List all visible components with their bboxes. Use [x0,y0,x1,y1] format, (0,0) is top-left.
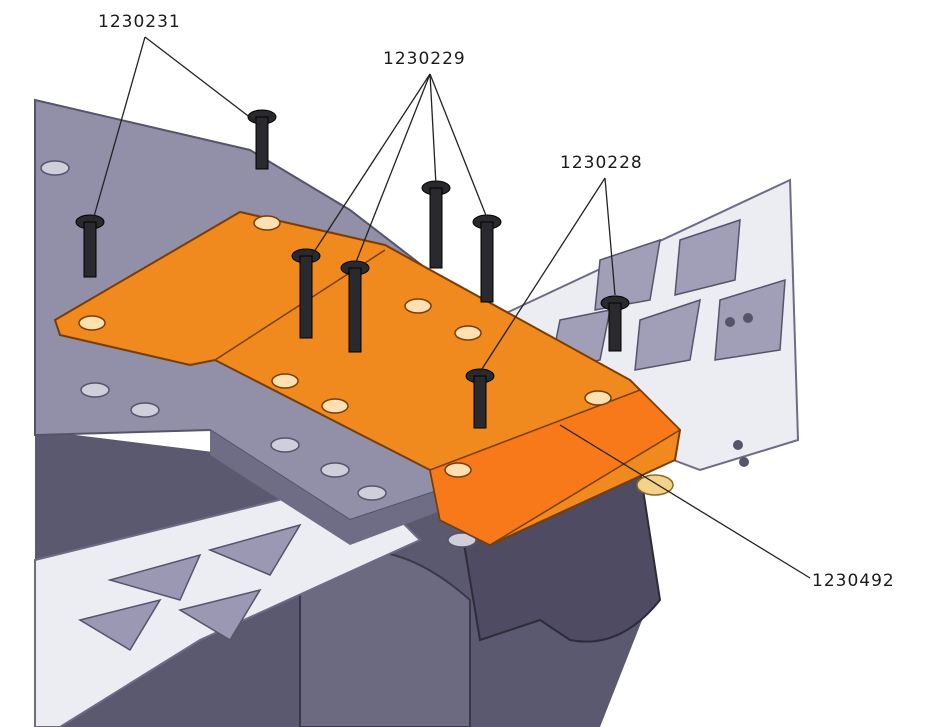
part-label-1230231: 1230231 [98,12,181,32]
part-label-1230229: 1230229 [383,49,466,69]
orange-plate-step [189,249,386,366]
chassis-plate-edge [210,430,470,545]
part-label-1230228: 1230228 [560,153,643,173]
part-label-1230492: 1230492 [812,571,895,591]
leader-lines [92,36,811,579]
spacer [636,474,674,496]
